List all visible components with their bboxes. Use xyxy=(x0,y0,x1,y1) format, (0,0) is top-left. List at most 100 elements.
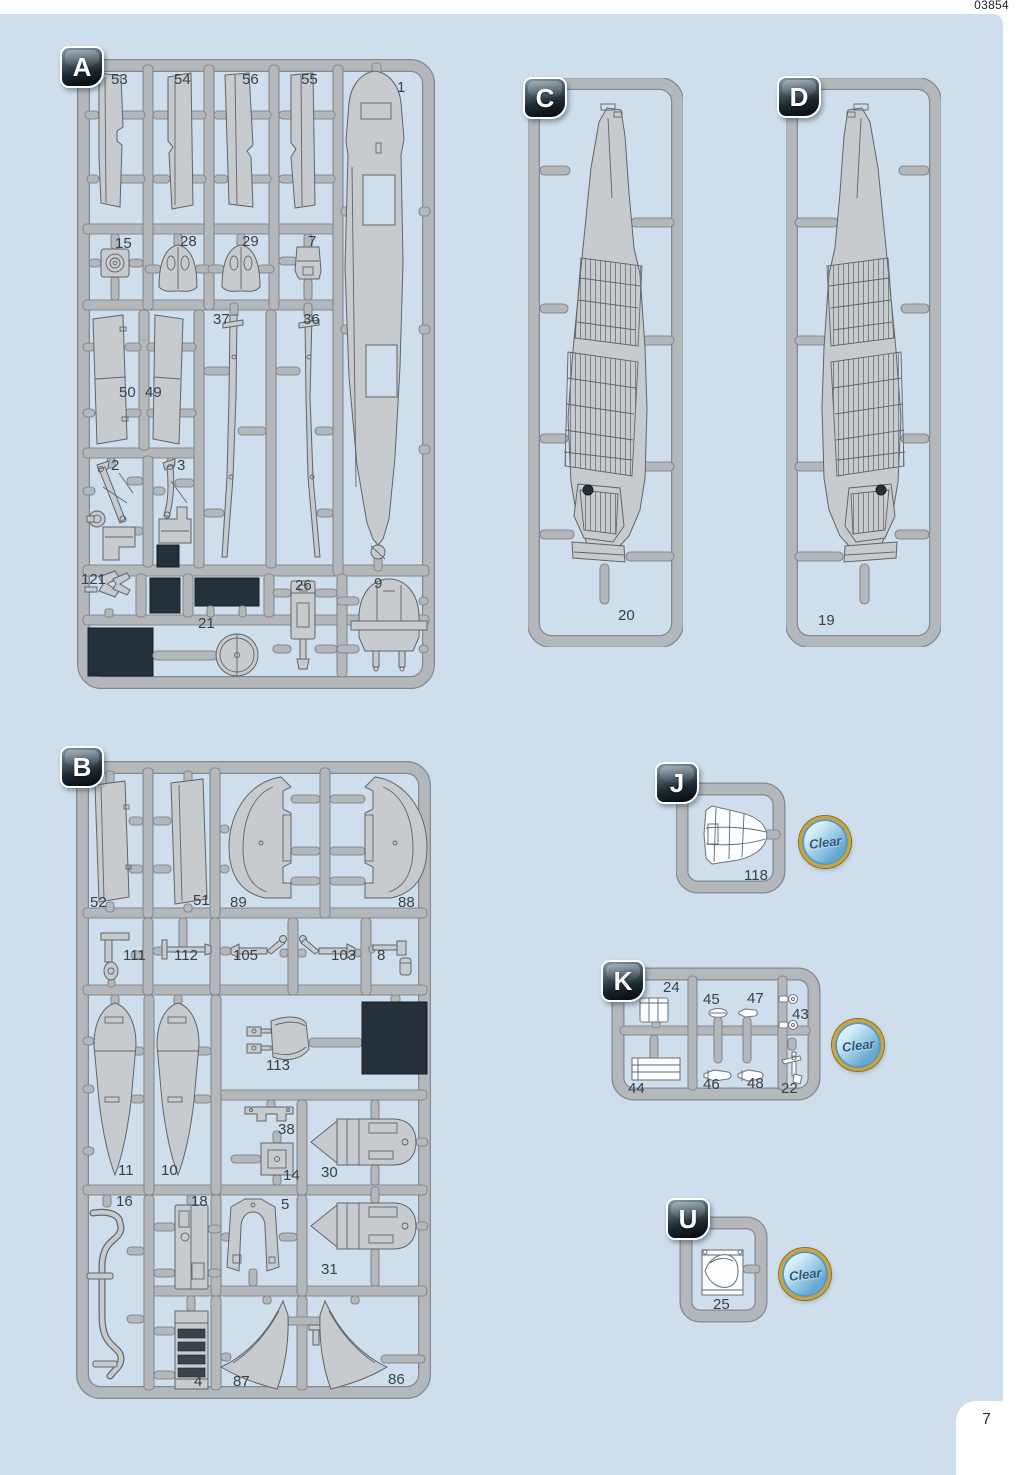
part-number: 86 xyxy=(388,1371,405,1388)
part-18 xyxy=(153,1194,222,1290)
sprue-badge-c: C xyxy=(523,77,567,119)
part-number: 87 xyxy=(233,1373,250,1390)
part-number: 10 xyxy=(161,1162,178,1179)
part-number: 14 xyxy=(283,1167,300,1184)
sprue-a-frame xyxy=(77,59,435,689)
part-number: 103 xyxy=(331,947,357,964)
part-15 xyxy=(88,233,144,301)
part-113 xyxy=(246,994,428,1075)
sprue-badge-b: B xyxy=(60,746,104,788)
part-25 xyxy=(701,1249,761,1296)
part-51 xyxy=(152,770,208,913)
part-5 xyxy=(220,1198,298,1287)
sprue-badge-k: K xyxy=(601,960,645,1002)
part-1 xyxy=(340,62,431,572)
part-24 xyxy=(639,997,669,1029)
sprue-a: 53 54 56 55 1 15 28 29 7 50 49 37 36 2 3… xyxy=(75,57,437,690)
sprue-letter: J xyxy=(669,768,685,798)
part-89 xyxy=(219,776,321,899)
part-number: 45 xyxy=(703,991,720,1008)
sprue-letter: K xyxy=(613,966,633,996)
part-103 xyxy=(297,935,362,959)
part-7 xyxy=(278,233,322,301)
part-number: 37 xyxy=(213,311,230,328)
part-16 xyxy=(86,1194,145,1380)
sprue-letter: A xyxy=(72,52,92,82)
sprue-letter: U xyxy=(678,1204,698,1234)
sprue-badge-u: U xyxy=(666,1198,710,1240)
sprue-c: 20 xyxy=(528,78,683,647)
part-number: 44 xyxy=(628,1080,645,1097)
part-number: 30 xyxy=(321,1164,338,1181)
sprue-k-drawing xyxy=(611,967,821,1101)
clear-material-badge: Clear xyxy=(799,816,851,868)
part-number: 36 xyxy=(303,311,320,328)
part-number: 88 xyxy=(398,894,415,911)
part-number: 5 xyxy=(281,1196,290,1213)
part-number: 52 xyxy=(90,894,107,911)
clear-label: Clear xyxy=(807,832,843,852)
part-50 xyxy=(82,314,142,445)
part-number: 24 xyxy=(663,979,680,996)
part-number: 29 xyxy=(242,233,259,250)
sprue-letter: C xyxy=(535,83,555,113)
sprue-u-frame xyxy=(679,1216,768,1323)
sprue-b-frame xyxy=(76,761,431,1399)
part-number: 46 xyxy=(703,1076,720,1093)
part-3 xyxy=(152,457,195,568)
part-19 xyxy=(794,103,930,605)
part-number: 118 xyxy=(744,867,768,884)
part-22 xyxy=(781,1037,803,1085)
part-30 xyxy=(310,1099,429,1186)
sprue-d-frame xyxy=(786,78,941,647)
sprue-b-drawing xyxy=(76,761,431,1399)
sprue-j: 118 xyxy=(676,768,791,900)
part-number: 18 xyxy=(191,1193,208,1210)
kit-number: 03854 xyxy=(974,0,1009,12)
part-number: 15 xyxy=(115,235,132,252)
sprue-badge-a: A xyxy=(60,46,104,88)
part-111 xyxy=(100,932,144,988)
part-number: 26 xyxy=(295,577,312,594)
part-number: 22 xyxy=(781,1080,798,1097)
part-44 xyxy=(631,1034,681,1081)
part-105 xyxy=(219,935,289,959)
part-8 xyxy=(368,940,412,976)
sprue-letter: B xyxy=(72,752,92,782)
part-number: 56 xyxy=(242,71,259,88)
sprue-badge-d: D xyxy=(777,76,821,118)
part-31 xyxy=(310,1186,429,1287)
part-121 xyxy=(84,570,131,618)
part-45 xyxy=(708,1007,728,1064)
part-47 xyxy=(738,1008,758,1064)
part-number: 49 xyxy=(145,384,162,401)
sprue-b: 52 51 89 88 111 112 105 103 8 11 10 113 … xyxy=(75,755,442,1412)
part-9 xyxy=(336,578,429,672)
part-21 xyxy=(87,627,259,677)
part-number: 47 xyxy=(747,990,764,1007)
part-number: 1 xyxy=(397,79,406,96)
part-number: 9 xyxy=(374,575,383,592)
part-number: 11 xyxy=(118,1162,134,1179)
sprue-k: 24 45 47 43 44 46 48 22 xyxy=(608,962,823,1102)
page-number-notch: 7 xyxy=(956,1401,1024,1475)
sprue-c-frame xyxy=(528,78,683,647)
part-112 xyxy=(152,917,212,960)
part-46 xyxy=(703,1069,732,1082)
part-118 xyxy=(703,805,781,865)
part-number: 53 xyxy=(111,71,128,88)
unused-dark-parts-a xyxy=(149,577,260,618)
part-number: 20 xyxy=(618,607,635,624)
part-43 xyxy=(778,993,799,1031)
sprue-u-drawing xyxy=(679,1216,768,1323)
part-26 xyxy=(272,580,338,670)
part-88 xyxy=(329,776,428,899)
part-37 xyxy=(203,302,267,558)
part-14 xyxy=(230,1130,294,1186)
part-53 xyxy=(84,72,146,208)
part-number: 113 xyxy=(266,1057,290,1074)
part-86 xyxy=(319,1295,426,1390)
part-38 xyxy=(244,1099,294,1122)
clear-material-badge: Clear xyxy=(779,1248,831,1300)
